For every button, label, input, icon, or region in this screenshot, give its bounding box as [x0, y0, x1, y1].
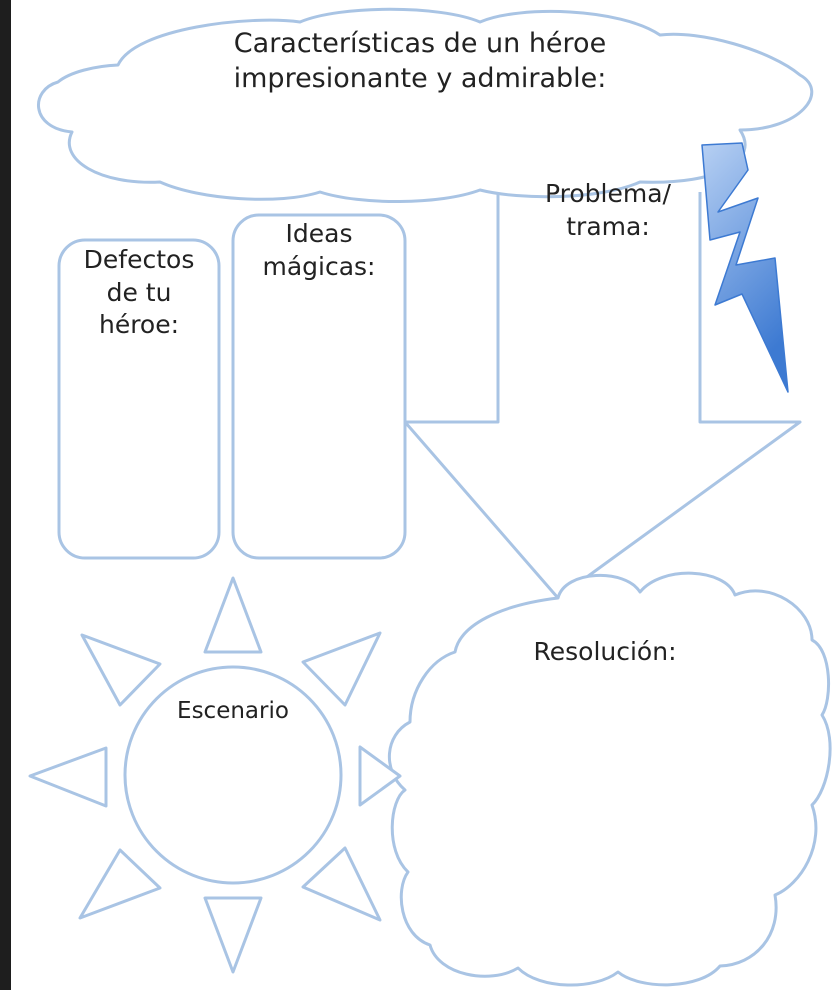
sun-ray-left [28, 746, 108, 808]
problem-plot-label: Problema/ trama: [520, 178, 696, 243]
magic-ideas-line-1: Ideas [285, 219, 353, 248]
hero-flaws-label: Defectos de tu héroe: [59, 244, 219, 342]
problem-line-2: trama: [566, 211, 650, 241]
resolution-label: Resolución: [533, 637, 677, 666]
hero-traits-title: Características de un héroe impresionant… [220, 26, 620, 96]
magic-ideas-line-2: mágicas: [262, 251, 376, 281]
sun-ray-bottom-right [301, 846, 382, 922]
hero-flaws-line-2: de tu [106, 277, 172, 307]
hero-traits-cloud-shape [37, 7, 814, 203]
sun-ray-bottom-left [78, 848, 162, 920]
setting-label: Escenario [177, 698, 289, 724]
sun-rays [28, 576, 402, 974]
hero-traits-line-1: Características de un héroe [233, 28, 607, 59]
sun-ray-top-right [301, 631, 382, 707]
hero-traits-line-2: impresionante y admirable: [233, 63, 607, 95]
hero-flaws-line-1: Defectos [83, 245, 195, 274]
sun-ray-bottom [203, 896, 263, 974]
sun-ray-top-left [80, 633, 162, 707]
lightning-bolt-icon [701, 142, 789, 393]
problem-line-1: Problema/ [545, 179, 671, 208]
sun-ray-top [203, 576, 263, 654]
sun-ray-right [358, 745, 402, 807]
left-frame-border [0, 0, 11, 990]
resolution-cloud-shape [388, 571, 832, 987]
hero-flaws-box [57, 238, 221, 560]
magic-ideas-box [231, 213, 407, 560]
hero-flaws-line-3: héroe: [98, 310, 180, 339]
sun-circle [123, 665, 343, 885]
magic-ideas-label: Ideas mágicas: [233, 218, 405, 283]
